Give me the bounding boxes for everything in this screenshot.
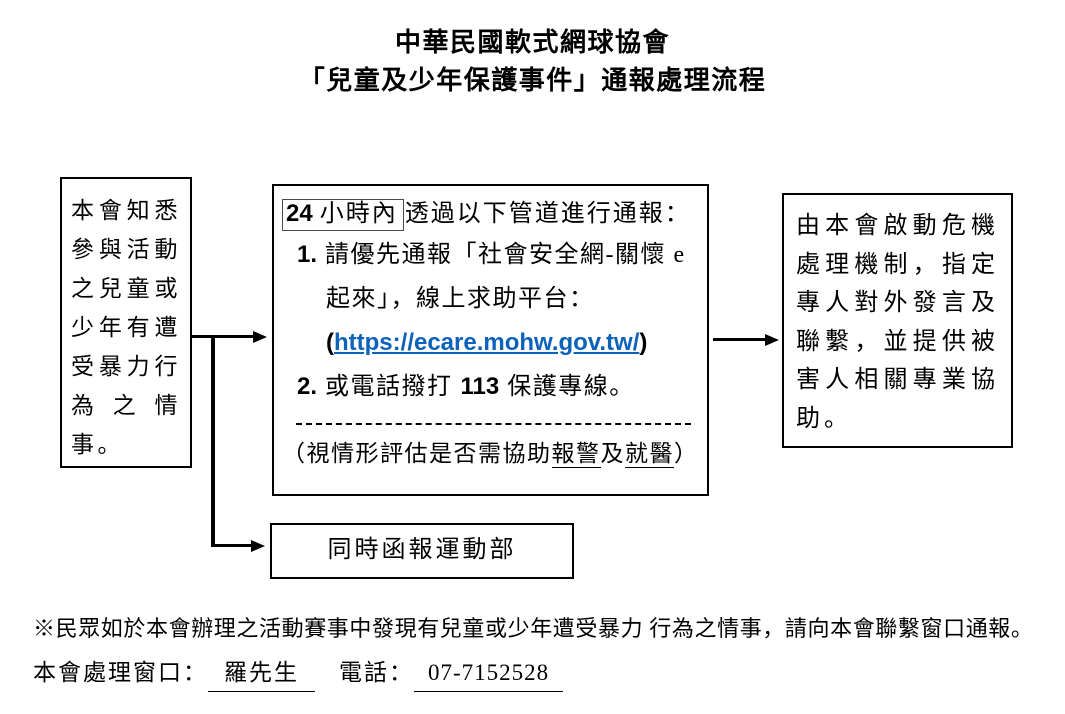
contact-window-label: 本會處理窗口：	[33, 660, 208, 685]
crisis-response-box: 由本會啟動危機處理機制，指定專人對外發言及聯繫，並提供被害人相關專業協助。	[782, 193, 1013, 448]
header-rest: 透過以下管道進行通報：	[404, 201, 691, 227]
note-medical: 就醫	[625, 441, 674, 468]
arrow-branch-horizontal-line	[211, 544, 252, 547]
assessment-note: （視情形評估是否需協助報警及就醫）	[282, 436, 699, 472]
arrow-left-to-middle-head	[253, 330, 267, 343]
item-1-number: 1.	[297, 241, 318, 268]
url-close-paren: )	[639, 329, 648, 356]
channel-item-1-url-line: (https://ecare.mohw.gov.tw/)	[282, 321, 699, 365]
ecare-link[interactable]: https://ecare.mohw.gov.tw/	[334, 329, 640, 356]
dashed-divider	[296, 423, 691, 425]
arrow-branch-head	[251, 539, 265, 552]
contact-person-name: 羅先生	[208, 656, 315, 692]
phone-label: 電話：	[339, 660, 414, 685]
title-line-org: 中華民國軟式網球協會	[394, 28, 670, 57]
item-1-text-2: 起來」，線上求助平台：	[326, 286, 595, 312]
crisis-response-text: 由本會啟動危機處理機制，指定專人對外發言及聯繫，並提供被害人相關專業協助。	[796, 213, 999, 432]
arrow-left-to-middle-line	[190, 335, 254, 338]
note-police: 報警	[551, 441, 601, 468]
contact-line: 本會處理窗口：羅先生電話：07-7152528	[33, 656, 564, 692]
badge-number: 24	[286, 200, 313, 227]
title-line-process: 「兒童及少年保護事件」通報處理流程	[298, 66, 767, 95]
hotline-113-number: 113	[460, 373, 500, 400]
channel-item-1-line-2: 起來」，線上求助平台：	[282, 277, 699, 321]
url-open-paren: (	[326, 329, 334, 356]
item-2-text-pre: 或電話撥打	[325, 374, 453, 400]
item-2-number: 2.	[297, 373, 318, 400]
ministry-report-box: 同時函報運動部	[270, 523, 574, 579]
phone-number: 07-7152528	[414, 656, 564, 692]
awareness-box-text: 本會知悉參與活動之兒童或少年有遭受暴力行為之情事。	[71, 198, 181, 457]
badge-text: 小時內	[319, 201, 398, 227]
channel-item-2: 2. 或電話撥打 113 保護專線。	[282, 365, 699, 409]
item-2-text-post: 保護專線。	[507, 374, 635, 400]
note-open: （視情形評估是否需協助	[282, 441, 552, 466]
arrow-middle-to-right-line	[713, 338, 766, 341]
public-reporting-note: ※民眾如於本會辦理之活動賽事中發現有兒童或少年遭受暴力 行為之情事，請向本會聯繫…	[33, 616, 1034, 641]
page-title: 中華民國軟式網球協會 「兒童及少年保護事件」通報處理流程	[0, 24, 1065, 100]
channel-item-1-line-1: 1. 請優先通報「社會安全網-關懷 e	[282, 233, 699, 277]
arrow-middle-to-right-head	[765, 333, 779, 346]
arrow-branch-vertical-line	[211, 335, 215, 547]
ministry-report-text: 同時函報運動部	[327, 537, 517, 563]
note-close: ）	[674, 441, 699, 466]
item-1-text-1: 請優先通報「社會安全網-關懷 e	[325, 242, 686, 268]
note-and: 及	[600, 441, 625, 466]
awareness-box: 本會知悉參與活動之兒童或少年有遭受暴力行為之情事。	[60, 177, 192, 468]
